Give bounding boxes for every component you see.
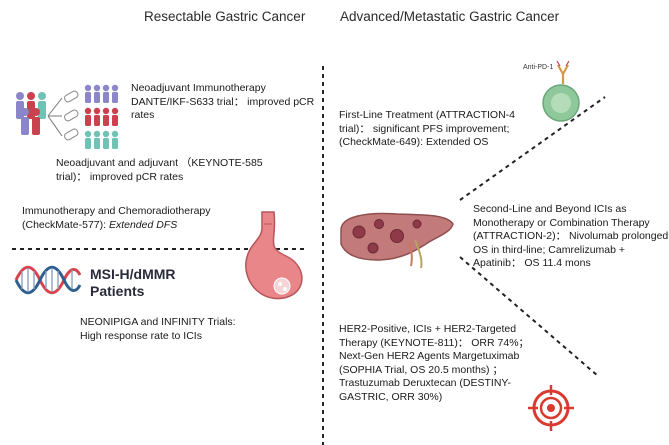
patient-crowd xyxy=(16,92,46,135)
neoadjuvant-line-1: Neoadjuvant Immunotherapy xyxy=(131,82,266,94)
result-group-purple xyxy=(84,84,119,103)
her2-line-1: HER2-Positive, ICIs + HER2-Targeted xyxy=(339,323,517,335)
msi-line-1: MSI-H/dMMR xyxy=(90,266,176,282)
anti-pd1-label: Anti-PD-1 xyxy=(523,64,554,71)
second-line-text: Second-Line and Beyond ICIs as Monothera… xyxy=(473,203,669,271)
second-line-line-2: Monotherapy or Combination Therapy xyxy=(473,216,650,229)
result-group-red xyxy=(84,107,119,126)
checkmate577-line-2: (CheckMate-577): Extended DFS xyxy=(22,219,242,233)
first-line-line-1: First-Line Treatment (ATTRACTION-4 xyxy=(339,109,515,121)
her2-line-6: GASTRIC, ORR 30%) xyxy=(339,390,443,403)
checkmate577-line-1: Immunotherapy and Chemoradiotherapy xyxy=(22,205,211,217)
stomach-tumor-icon xyxy=(245,211,303,300)
first-line-line-3: (CheckMate-649): Extended OS xyxy=(339,136,489,148)
right-column-header: Advanced/Metastatic Gastric Cancer xyxy=(340,9,560,24)
first-line-treatment-text: First-Line Treatment (ATTRACTION-4 trial… xyxy=(339,109,539,150)
first-line-line-2: trial)： significant PFS improvement; xyxy=(339,122,510,135)
checkmate577-text: Immunotherapy and Chemoradiotherapy (Che… xyxy=(22,205,242,232)
neoadjuvant-line-2: DANTE/IKF-S633 trial： improved pCR xyxy=(131,95,315,108)
dna-helix-icon xyxy=(14,265,82,295)
msi-patients-label: MSI-H/dMMR Patients xyxy=(90,266,176,300)
checkmate577-prefix: (CheckMate-577): xyxy=(22,218,109,231)
neonipiga-text: NEONIPIGA and INFINITY Trials: High resp… xyxy=(80,316,300,343)
keynote585-line-2: trial)： improved pCR rates xyxy=(56,170,184,183)
checkmate577-italic: Extended DFS xyxy=(108,218,178,231)
neonipiga-line-1: NEONIPIGA and INFINITY Trials: xyxy=(80,316,236,328)
drug-vials xyxy=(64,90,79,141)
her2-line-2: Therapy (KEYNOTE-811)： ORR 74%； xyxy=(339,336,530,349)
antibody xyxy=(557,64,569,84)
result-group-teal xyxy=(84,130,119,149)
target-icon xyxy=(528,385,574,431)
her2-line-3: Next-Gen HER2 Agents Margetuximab xyxy=(339,350,520,362)
her2-line-4: (SOPHIA Trial, OS 20.5 months) ； xyxy=(339,363,503,376)
diagonal-divider-upper xyxy=(459,96,606,201)
her2-positive-text: HER2-Positive, ICIs + HER2-Targeted Ther… xyxy=(339,323,549,404)
t-cell-antibody-icon xyxy=(542,60,580,122)
liver-metastasis-icon xyxy=(340,212,454,269)
second-line-line-5: Apatinib： OS 11.4 mons xyxy=(473,257,591,269)
second-line-line-3: (ATTRACTION-2)： Nivolumab prolonged xyxy=(473,230,669,242)
left-column-header: Resectable Gastric Cancer xyxy=(144,9,306,24)
patient-groups-icon xyxy=(16,84,119,149)
her2-line-5: Trastuzumab Deruxtecan (DESTINY- xyxy=(339,377,511,389)
second-line-line-1: Second-Line and Beyond ICIs as xyxy=(473,203,627,215)
keynote585-line-1: Neoadjuvant and adjuvant （KEYNOTE-585 xyxy=(56,157,263,169)
second-line-line-4: OS in third-line; Camrelizumab + xyxy=(473,243,626,256)
keynote585-text: Neoadjuvant and adjuvant （KEYNOTE-585 tr… xyxy=(56,157,296,184)
neoadjuvant-immunotherapy-text: Neoadjuvant Immunotherapy DANTE/IKF-S633… xyxy=(131,82,316,123)
diagonal-divider-lower xyxy=(459,256,599,377)
neonipiga-line-2: High response rate to ICIs xyxy=(80,329,202,342)
msi-line-2: Patients xyxy=(90,283,145,299)
neoadjuvant-line-3: rates xyxy=(131,109,155,121)
